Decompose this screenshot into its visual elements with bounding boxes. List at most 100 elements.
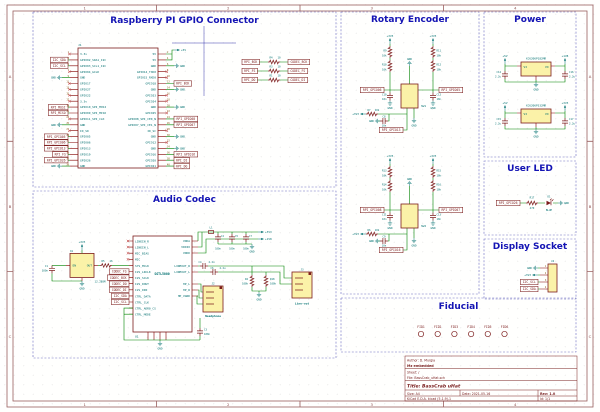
power-net-label: GND xyxy=(249,249,254,253)
gpio-pin-number: 12 xyxy=(167,81,170,84)
power-net-label: GND xyxy=(407,57,412,61)
encoder2-switch-resistor xyxy=(365,231,379,237)
titleblock-sheet: Sheet: / xyxy=(407,371,420,375)
gnd-symbol-icon xyxy=(56,122,62,127)
fiducial-ref: FID3 xyxy=(451,325,459,329)
net-label-box xyxy=(173,80,192,87)
net-label: CODEC_DO xyxy=(112,282,127,286)
power-net-label: GND xyxy=(51,123,56,127)
c5-ref: C5 xyxy=(235,235,238,238)
net-label-box xyxy=(48,110,69,116)
net-label: RPI_FS xyxy=(244,69,255,73)
gpio-connector: J1 3.3vGPIO02_SDA1_I2CGPIO03_SCL1_I2CGPI… xyxy=(44,43,198,170)
encoder2-resistor-r3 xyxy=(430,165,436,179)
gnd-symbol-icon xyxy=(374,238,380,244)
net-label: RPI_GPIO16 xyxy=(382,248,401,252)
enc1-rs-val: 10k xyxy=(375,108,380,112)
net-label-box xyxy=(360,87,385,93)
led-power-symbols: GND xyxy=(558,200,569,206)
enc1-r2-ref: R10 xyxy=(382,63,387,67)
gnd-symbol-icon xyxy=(532,265,538,271)
fiducial-section-box xyxy=(340,297,577,353)
bridge-r2-val: 10 xyxy=(277,74,281,78)
net-label-box xyxy=(379,127,404,133)
c2-val: 100n xyxy=(215,248,221,251)
gnd-symbol-icon xyxy=(174,146,180,151)
frame-ticks xyxy=(7,5,593,407)
net-label-box xyxy=(241,68,258,74)
encoder1-resistor-r1 xyxy=(387,45,393,59)
power-net-label: GND xyxy=(51,164,56,168)
c5-val: 100n xyxy=(229,248,235,251)
enc2-r4-ref: R16 xyxy=(437,183,442,187)
capacitor-C1 xyxy=(48,265,56,274)
encoder2-capacitor-c2 xyxy=(429,212,437,221)
power-section: XC6206P182MR VI VO XC6206P332MR VI VO C1… xyxy=(495,54,576,138)
regulator1-value: XC6206P182MR xyxy=(526,57,547,61)
encoder1-resistor-r2 xyxy=(387,59,393,73)
codec-pin-name: I2S_DIN xyxy=(135,288,147,292)
power-net-label: +3V3 xyxy=(265,230,272,234)
gpio-pin-number: 18 xyxy=(167,98,170,101)
enc1-r3-ref: R11 xyxy=(437,49,442,53)
fiducial-ref: FID1 xyxy=(417,325,425,329)
gnd-symbol-icon xyxy=(533,129,539,135)
title-block-dividers xyxy=(405,368,577,401)
power-section-box xyxy=(483,11,577,158)
net-label-box xyxy=(520,279,539,285)
enc2-r3-val: 10k xyxy=(437,174,442,178)
enc2-r4-val: 10k xyxy=(437,188,442,192)
c14-val: 2.2u xyxy=(495,75,502,79)
section-boxes xyxy=(32,11,577,359)
encoder-section-title: Rotary Encoder xyxy=(371,15,450,25)
codec-nc-markers xyxy=(126,239,130,261)
gpio-pin-name: GPIO18 xyxy=(146,82,157,86)
codec-chip-ref: U1 xyxy=(135,335,139,339)
gnd-symbol-icon xyxy=(56,163,62,169)
enc1-r3-val: 10k xyxy=(437,54,442,58)
codec-section-title: Audio Codec xyxy=(153,195,216,205)
titleblock-title: Title: BassCrab uHat xyxy=(407,384,461,390)
gpio-pin-name: GPIO07_SPI_CE1_N xyxy=(128,123,156,127)
net-label: I2C_SDA xyxy=(523,287,536,291)
gpio-pin-name: GPIO16 xyxy=(146,152,157,156)
display-pin-number: 4 xyxy=(545,286,547,289)
r17-ref: R17 xyxy=(530,196,535,200)
resistor-R2 xyxy=(249,274,255,288)
enc2-r1-val: 10k xyxy=(382,174,387,178)
codec-pin-hp-vgnd: HP_VGND xyxy=(178,294,190,298)
gpio-pin-name: GND xyxy=(151,147,156,151)
codec-pin-name: LINEIN_L xyxy=(135,246,149,250)
gpio-pin-number: 26 xyxy=(167,122,170,125)
net-label-box xyxy=(173,115,198,122)
gpio-pin-number: 14 xyxy=(167,87,170,90)
titleblock-company: Mz embedded xyxy=(407,364,434,368)
encoder2-capacitor-c1 xyxy=(386,212,394,221)
rotary-encoder-1: SW1 R9 10k R10 10k R11 10k R12 10k C10 1… xyxy=(365,44,442,131)
net-label-box xyxy=(109,286,130,293)
power-arrow-tip xyxy=(388,158,392,161)
gpio-pin-name: GPIO11_SPI_CLK xyxy=(80,117,105,121)
c16-ref: C16 xyxy=(569,70,574,74)
fiducial-section-title: Fiducial xyxy=(439,302,479,312)
enc2-r1-ref: R13 xyxy=(382,169,387,173)
gpio-pin-name: GPIO06 xyxy=(80,141,91,145)
gpio-pin-name: GPIO23 xyxy=(146,93,157,97)
gpio-pin-name: GPIO27 xyxy=(80,88,91,92)
power-net-label: GND xyxy=(51,76,56,80)
gpio-pin-number: 7 xyxy=(68,69,70,72)
regulator1-pin-vi: VI xyxy=(524,65,528,69)
net-label-box xyxy=(520,286,539,292)
j3-value: Line-out xyxy=(295,302,310,306)
gpio-pin-name: GPIO14_TXD0 xyxy=(137,70,156,74)
oscillator-pin-stubs xyxy=(66,265,98,281)
gpio-pin-name: 3.3v xyxy=(80,99,87,103)
fiducial-ref: FID5 xyxy=(484,325,492,329)
capacitor-C15 xyxy=(501,117,509,127)
encoder1-switch-capacitor xyxy=(379,117,389,125)
gpio-left-pin-names: 3.3vGPIO02_SDA1_I2CGPIO03_SCL1_I2CGPIO04… xyxy=(80,52,106,168)
